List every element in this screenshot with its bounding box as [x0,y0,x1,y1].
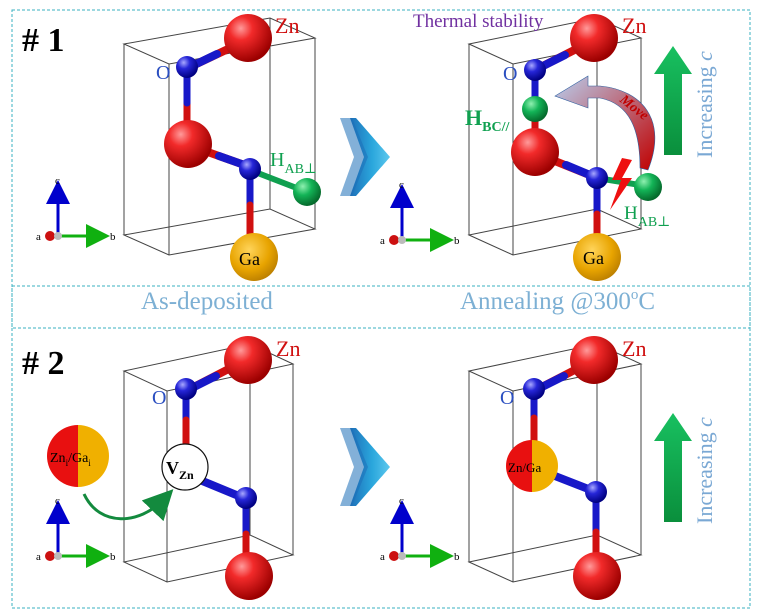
h-ab-label: HAB⊥ [270,149,317,177]
panel-1-frame [11,9,751,329]
interstitial-label: Zni/Gai [50,451,91,468]
axes-glyph: c b a [380,495,460,568]
axes-glyph: c b a [36,495,116,568]
svg-text:c: c [55,175,60,187]
svg-text:b: b [110,551,116,563]
cell-1-right: Move Thermal stability Zn O HBC// HAB⊥ G… [413,11,670,281]
zn-atom [573,552,621,600]
fill-vacancy-arrow [82,489,174,522]
vacancy-label: VZn [166,458,194,482]
ga-label: Ga [239,249,260,269]
o-label: O [156,62,170,84]
h-ab-label: HAB⊥ [624,203,670,230]
as-deposited-label: As-deposited [141,288,273,315]
o-atom [586,167,608,189]
increasing-c-2: Increasing c [654,413,717,524]
zn-ga-atom [506,440,558,492]
svg-text:Increasing c: Increasing c [692,51,717,158]
unit-cell-frame [122,17,317,256]
o-atom [524,59,546,81]
zn-atom [570,336,618,384]
annealing-label: Annealing @300oC [460,287,655,315]
o-atom [239,158,261,180]
cell-1-left: Zn O HAB⊥ Ga [122,13,321,281]
svg-text:b: b [110,231,116,243]
svg-text:a: a [380,551,385,563]
increasing-c-1: Increasing c [654,46,717,158]
bond-break-icon [610,158,632,210]
ga-label: Ga [583,248,604,268]
axes-glyph: c b a [380,179,460,252]
o-label: O [503,63,517,85]
o-atom [523,378,545,400]
zn-label: Zn [622,336,646,361]
ga-atom [230,233,278,281]
svg-text:a: a [36,551,41,563]
zn-label: Zn [622,13,646,38]
o-atom [235,487,257,509]
o-atom [585,481,607,503]
zn-label: Zn [276,336,300,361]
zn-ga-label: Zn/Ga [508,460,541,475]
svg-text:a: a [380,235,385,247]
panel-1-label: # 1 [22,22,65,59]
zn-atom [164,120,212,168]
svg-text:Increasing c: Increasing c [692,417,717,524]
process-arrow-1-body [340,118,368,196]
zn-atom [225,552,273,600]
o-atom [175,378,197,400]
h-bc-label: HBC// [465,105,510,135]
cell-2-left: VZn Zni/Gai Zn O [47,336,300,600]
ga-atom [573,233,621,281]
h-atom [293,178,321,206]
h-atom [634,173,662,201]
o-atom [176,56,198,78]
zn-atom [224,14,272,62]
axes-glyph: c b a [36,175,116,248]
unit-cell-frame [467,17,643,256]
h-bc-atom [522,96,548,122]
svg-text:c: c [399,495,404,507]
zn-atom [570,14,618,62]
move-arrow [554,75,656,171]
o-label: O [152,387,166,409]
process-arrow-2-body [340,428,368,506]
svg-text:b: b [454,235,460,247]
zn-vacancy [161,443,209,491]
zn-atom [511,128,559,176]
svg-text:c: c [399,179,404,191]
zn-atom [224,336,272,384]
zn-label: Zn [275,13,299,38]
svg-text:a: a [36,231,41,243]
cell-2-right: Zn/Ga Zn O [467,336,646,600]
thermal-stability-label: Thermal stability [413,11,544,32]
svg-text:b: b [454,551,460,563]
panel-2-label: # 2 [22,345,65,382]
o-label: O [500,387,514,409]
interstitial-atom [47,425,109,487]
svg-text:c: c [55,495,60,507]
